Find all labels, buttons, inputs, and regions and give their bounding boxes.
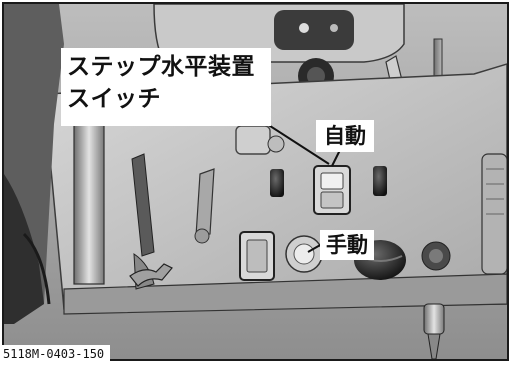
manual-position-callout: 手動 [320,230,374,260]
callout-line-2: スイッチ [67,86,161,112]
step-level-switch-callout: ステップ水平装置 スイッチ [61,48,271,126]
figure-id-label: 5118M-0403-150 [0,345,111,363]
figure-frame: ステップ水平装置 スイッチ 自動 手動 [2,2,509,361]
callout-line-1: ステップ水平装置 [67,54,255,80]
auto-position-callout: 自動 [316,120,374,152]
